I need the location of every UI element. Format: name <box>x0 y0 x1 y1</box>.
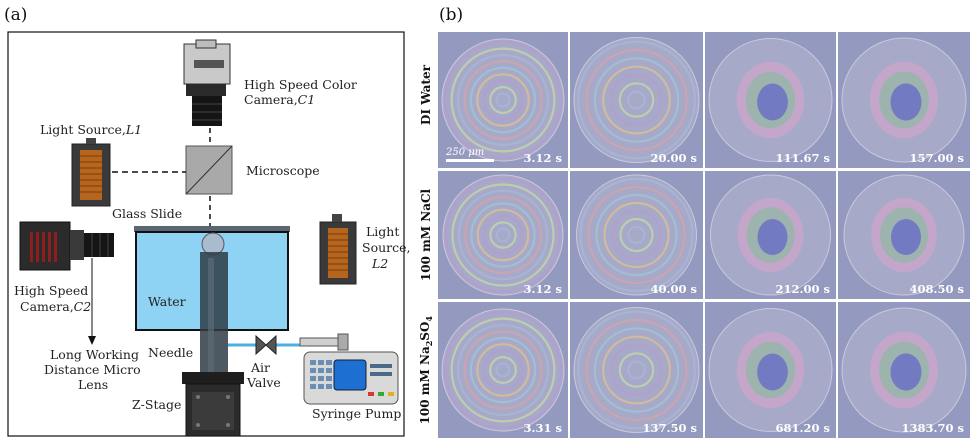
camera1-label-line1: High Speed Color <box>244 77 357 92</box>
droplet-image <box>838 302 970 438</box>
droplet-image <box>705 171 836 299</box>
syringe-pump <box>299 333 399 405</box>
droplet-image <box>438 32 568 168</box>
time-stamp: 40.00 s <box>650 282 698 296</box>
droplet-frame: 1383.70 s <box>838 302 970 438</box>
light-source-l2 <box>319 214 357 285</box>
droplet-image <box>570 32 703 168</box>
water-label: Water <box>148 294 186 309</box>
air-valve-label-line1: Air <box>250 360 270 375</box>
camera2-label-line1: High Speed <box>14 283 88 298</box>
droplet-frame: 137.50 s <box>570 302 703 438</box>
time-stamp: 212.00 s <box>775 282 831 296</box>
time-stamp: 408.50 s <box>909 282 965 296</box>
light2-label-line2: Source, <box>362 240 411 255</box>
time-stamp: 1383.70 s <box>901 421 965 435</box>
air-valve <box>255 334 277 356</box>
glass-slide-label: Glass Slide <box>112 206 182 221</box>
time-stamp: 157.00 s <box>909 151 965 165</box>
light1-label: Light Source,L1 <box>40 122 142 137</box>
syringe-pump-label: Syringe Pump <box>312 406 401 421</box>
lens-label-line2: Distance Micro <box>44 362 141 377</box>
droplet-frame: 212.00 s <box>705 171 836 299</box>
droplet-frame: 3.12 s <box>438 171 568 299</box>
droplet-image <box>438 171 568 299</box>
droplet-frame: 681.20 s <box>705 302 836 438</box>
droplet-frame: 111.67 s <box>705 32 836 168</box>
time-stamp: 3.12 s <box>523 282 563 296</box>
droplet-frame: 40.00 s <box>570 171 703 299</box>
time-stamp: 3.12 s <box>523 151 563 165</box>
lens-label-line3: Lens <box>78 377 108 392</box>
droplet-image <box>838 32 970 168</box>
zstage-label: Z-Stage <box>132 397 181 412</box>
camera2-label-line2: Camera,C2 <box>20 299 91 314</box>
droplet-frame: 157.00 s <box>838 32 970 168</box>
panel-b-label: (b) <box>439 5 464 25</box>
setup-schematic: High Speed Color Camera,C1 Light Source,… <box>7 31 411 437</box>
time-stamp: 111.67 s <box>775 151 831 165</box>
droplet-frame: 3.12 s 250 μm <box>438 32 568 168</box>
droplet-image <box>570 171 703 299</box>
scale-bar-label: 250 μm <box>446 147 485 158</box>
time-stamp: 3.31 s <box>523 421 563 435</box>
row-label-di-water: DI Water <box>419 65 433 125</box>
camera-c1 <box>183 39 231 126</box>
light-source-l1 <box>71 138 111 207</box>
row-label-nacl: 100 mM NaCl <box>419 188 433 282</box>
scale-bar <box>446 159 494 162</box>
droplet-image <box>705 32 836 168</box>
droplet-image <box>838 171 970 299</box>
panel-a-label: (a) <box>4 5 28 25</box>
droplet-image <box>438 302 568 438</box>
time-stamp: 681.20 s <box>775 421 831 435</box>
camera1-label-line2: Camera,C1 <box>244 92 315 107</box>
needle-label: Needle <box>148 345 193 360</box>
light2-label-line1: Light <box>366 224 399 239</box>
camera-c2 <box>19 221 114 271</box>
light2-label-line3: L2 <box>371 256 388 271</box>
needle-stage <box>182 252 244 437</box>
air-valve-label-line2: Valve <box>246 375 281 390</box>
row-label-na2so4: 100 mM Na2SO4 <box>417 315 435 425</box>
microscope <box>185 145 233 195</box>
time-stamp: 137.50 s <box>642 421 698 435</box>
lens-label-line1: Long Working <box>50 347 139 362</box>
droplet-image <box>705 302 836 438</box>
droplet-image <box>570 302 703 438</box>
time-stamp: 20.00 s <box>650 151 698 165</box>
droplet-frame: 3.31 s <box>438 302 568 438</box>
droplet-frame: 408.50 s <box>838 171 970 299</box>
droplet-frame: 20.00 s <box>570 32 703 168</box>
microscope-label: Microscope <box>246 163 320 178</box>
